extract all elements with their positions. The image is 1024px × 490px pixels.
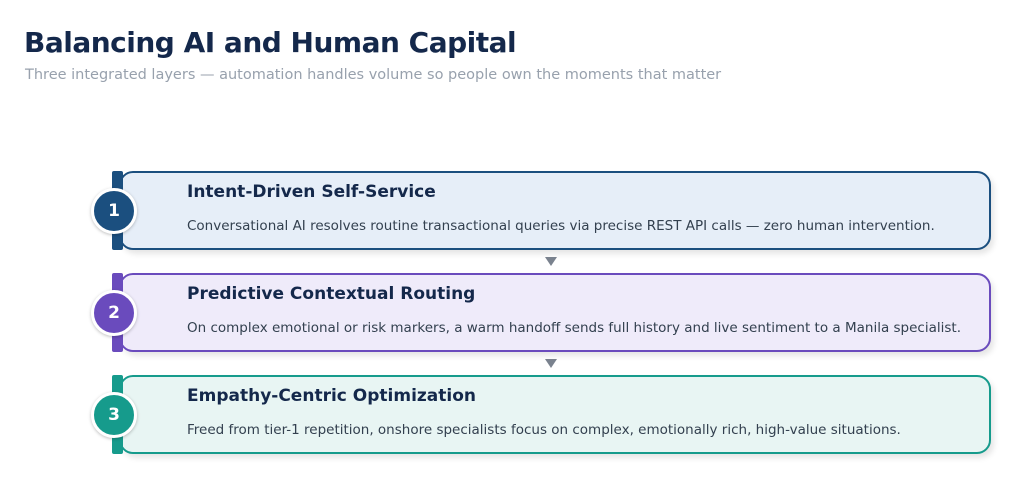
down-arrow-icon [545,257,557,266]
layer-title: Intent-Driven Self-Service [187,182,436,202]
layer-title: Empathy-Centric Optimization [187,386,476,406]
layer-title: Predictive Contextual Routing [187,284,476,304]
step-number-badge: 3 [91,392,137,438]
layer-description: Freed from tier-1 repetition, onshore sp… [187,422,901,438]
layer-description: Conversational AI resolves routine trans… [187,218,935,234]
layer-card-self-service: Intent-Driven Self-Service Conversationa… [119,171,991,250]
step-number-badge: 1 [91,188,137,234]
layer-description: On complex emotional or risk markers, a … [187,320,961,336]
step-number-badge: 2 [91,290,137,336]
down-arrow-icon [545,359,557,368]
layer-card-empathy-optimization: Empathy-Centric Optimization Freed from … [119,375,991,454]
page-title: Balancing AI and Human Capital [24,26,517,59]
layer-card-contextual-routing: Predictive Contextual Routing On complex… [119,273,991,352]
page-subtitle: Three integrated layers — automation han… [25,67,722,83]
